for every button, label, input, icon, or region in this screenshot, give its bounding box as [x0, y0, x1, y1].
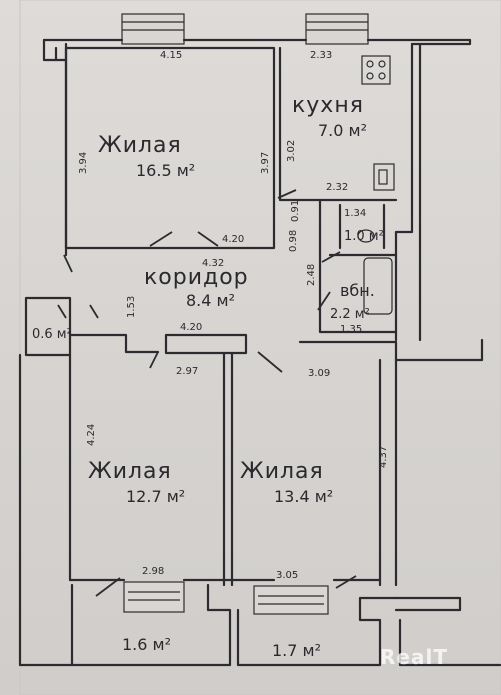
room-name-living-left: Жилая: [88, 459, 172, 484]
dim-297: 2.97: [176, 366, 198, 377]
dim-309: 3.09: [308, 368, 330, 379]
dim-233: 2.33: [310, 50, 332, 61]
room-name-living-right: Жилая: [240, 459, 324, 484]
dim-397: 3.97: [260, 152, 271, 174]
room-area-balcony-right: 1.7 м²: [272, 641, 321, 660]
dim-432: 4.32: [202, 258, 224, 269]
sink-icon: [373, 163, 395, 191]
room-area-bath: 2.2 м²: [330, 307, 370, 322]
bathtub-icon: [363, 257, 393, 315]
dim-424: 4.24: [86, 424, 97, 446]
room-area-living-left: 12.7 м²: [126, 487, 185, 506]
dim-134: 1.34: [344, 208, 366, 219]
dim-302: 3.02: [286, 140, 297, 162]
room-name-kitchen: кухня: [292, 93, 364, 118]
dim-437: 4.37: [378, 446, 389, 468]
dim-153: 1.53: [126, 296, 137, 318]
room-area-living-right: 13.4 м²: [274, 487, 333, 506]
dim-415: 4.15: [160, 50, 182, 61]
window-balcony-left: [123, 581, 185, 613]
window-top-right: [305, 13, 369, 45]
window-balcony-right: [253, 585, 329, 615]
room-name-bath: вбн.: [340, 281, 375, 300]
toilet-icon: [357, 229, 375, 243]
realt-watermark-logo: RealT: [380, 645, 448, 669]
room-area-closet: 0.6 м²: [32, 327, 72, 342]
room-name-corridor: коридор: [144, 265, 249, 290]
walls: [18, 38, 501, 667]
dim-305: 3.05: [276, 570, 298, 581]
dim-098: 0.98: [288, 230, 299, 252]
dim-135: 1.35: [340, 324, 362, 335]
room-area-living-top: 16.5 м²: [136, 161, 195, 180]
doors: [57, 189, 357, 597]
dim-420b: 4.20: [180, 322, 202, 333]
dim-420a: 4.20: [222, 234, 244, 245]
room-name-living-top: Жилая: [98, 133, 182, 158]
dim-298: 2.98: [142, 566, 164, 577]
stove-icon: [361, 55, 391, 85]
dim-248: 2.48: [306, 264, 317, 286]
dim-232: 2.32: [326, 182, 348, 193]
room-area-balcony-left: 1.6 м²: [122, 635, 171, 654]
window-top-left: [121, 13, 185, 45]
room-area-wc: 1.0 м²: [344, 229, 384, 244]
room-area-kitchen: 7.0 м²: [318, 121, 367, 140]
dim-394: 3.94: [78, 152, 89, 174]
room-area-corridor: 8.4 м²: [186, 291, 235, 310]
dim-091: 0.91: [290, 200, 301, 222]
dimension-labels: 4.15 2.33 3.94 3.97 3.02 2.32 1.34 0.91 …: [78, 50, 389, 581]
sheet-frame: [19, 0, 501, 695]
